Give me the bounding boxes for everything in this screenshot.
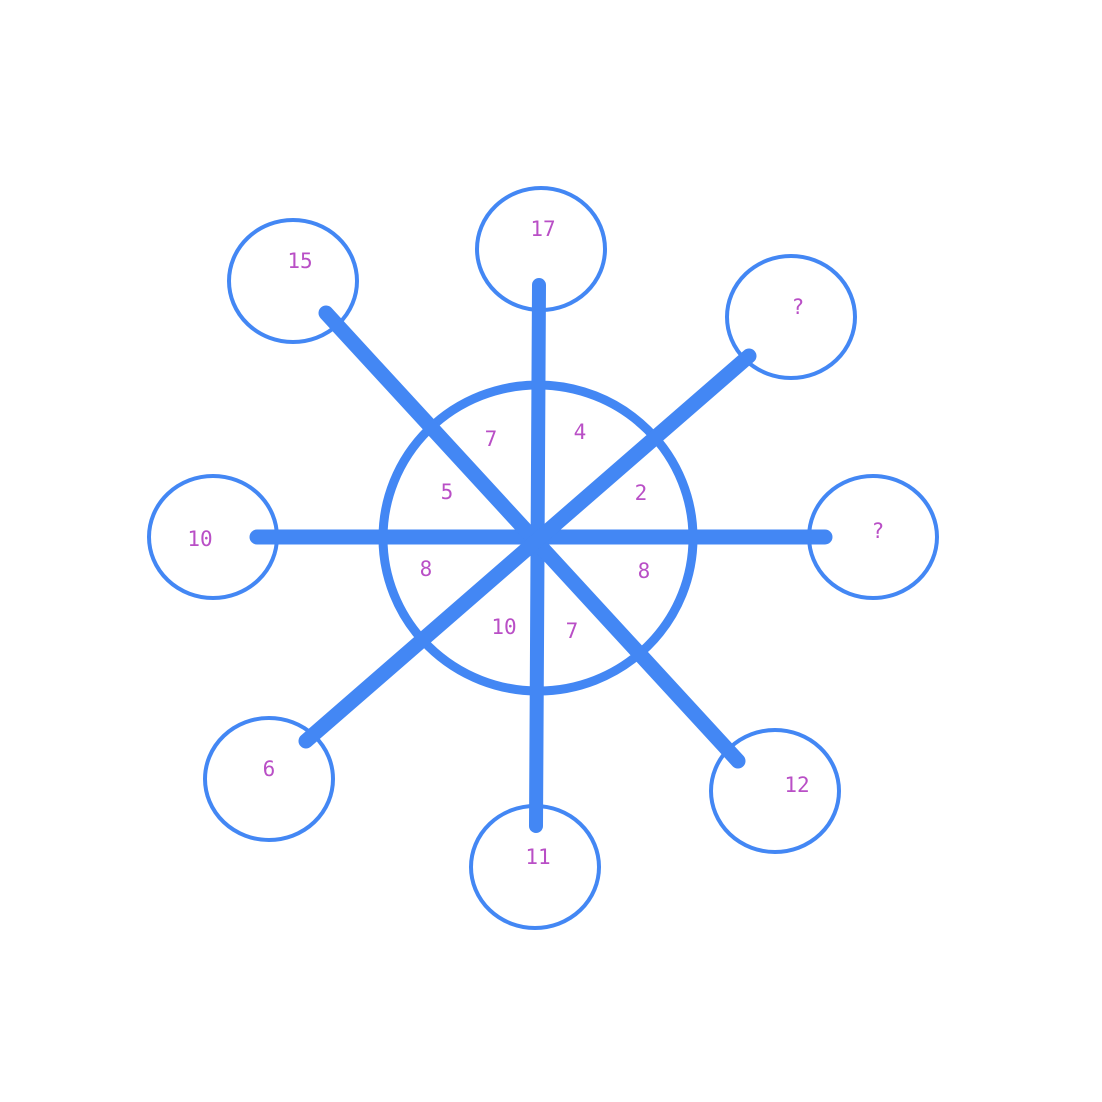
sector-label-bottom-left-lower: 10 — [491, 615, 516, 639]
outer-circle-bottom-left — [203, 716, 335, 842]
outer-label-bottom: 11 — [525, 845, 550, 869]
outer-label-top: 17 — [530, 217, 555, 241]
sector-label-bottom-right-lower: 7 — [566, 619, 579, 643]
sector-label-top-left-lower: 5 — [441, 480, 454, 504]
sector-label-top-right-lower: 2 — [635, 481, 648, 505]
outer-label-bottom-left: 6 — [263, 757, 276, 781]
outer-label-top-right: ? — [792, 295, 805, 319]
outer-label-bottom-right: 12 — [784, 773, 809, 797]
sector-label-bottom-right-upper: 8 — [638, 559, 651, 583]
outer-circle-top-right — [725, 254, 857, 380]
outer-label-top-left: 15 — [287, 249, 312, 273]
sector-label-top-left-upper: 7 — [485, 427, 498, 451]
spoke-vertical — [529, 278, 546, 833]
outer-label-right: ? — [872, 519, 885, 543]
sector-label-top-right-upper: 4 — [574, 420, 587, 444]
spoke-diagonal-b — [298, 348, 757, 749]
outer-label-left: 10 — [187, 527, 212, 551]
sector-label-bottom-left-upper: 8 — [420, 557, 433, 581]
